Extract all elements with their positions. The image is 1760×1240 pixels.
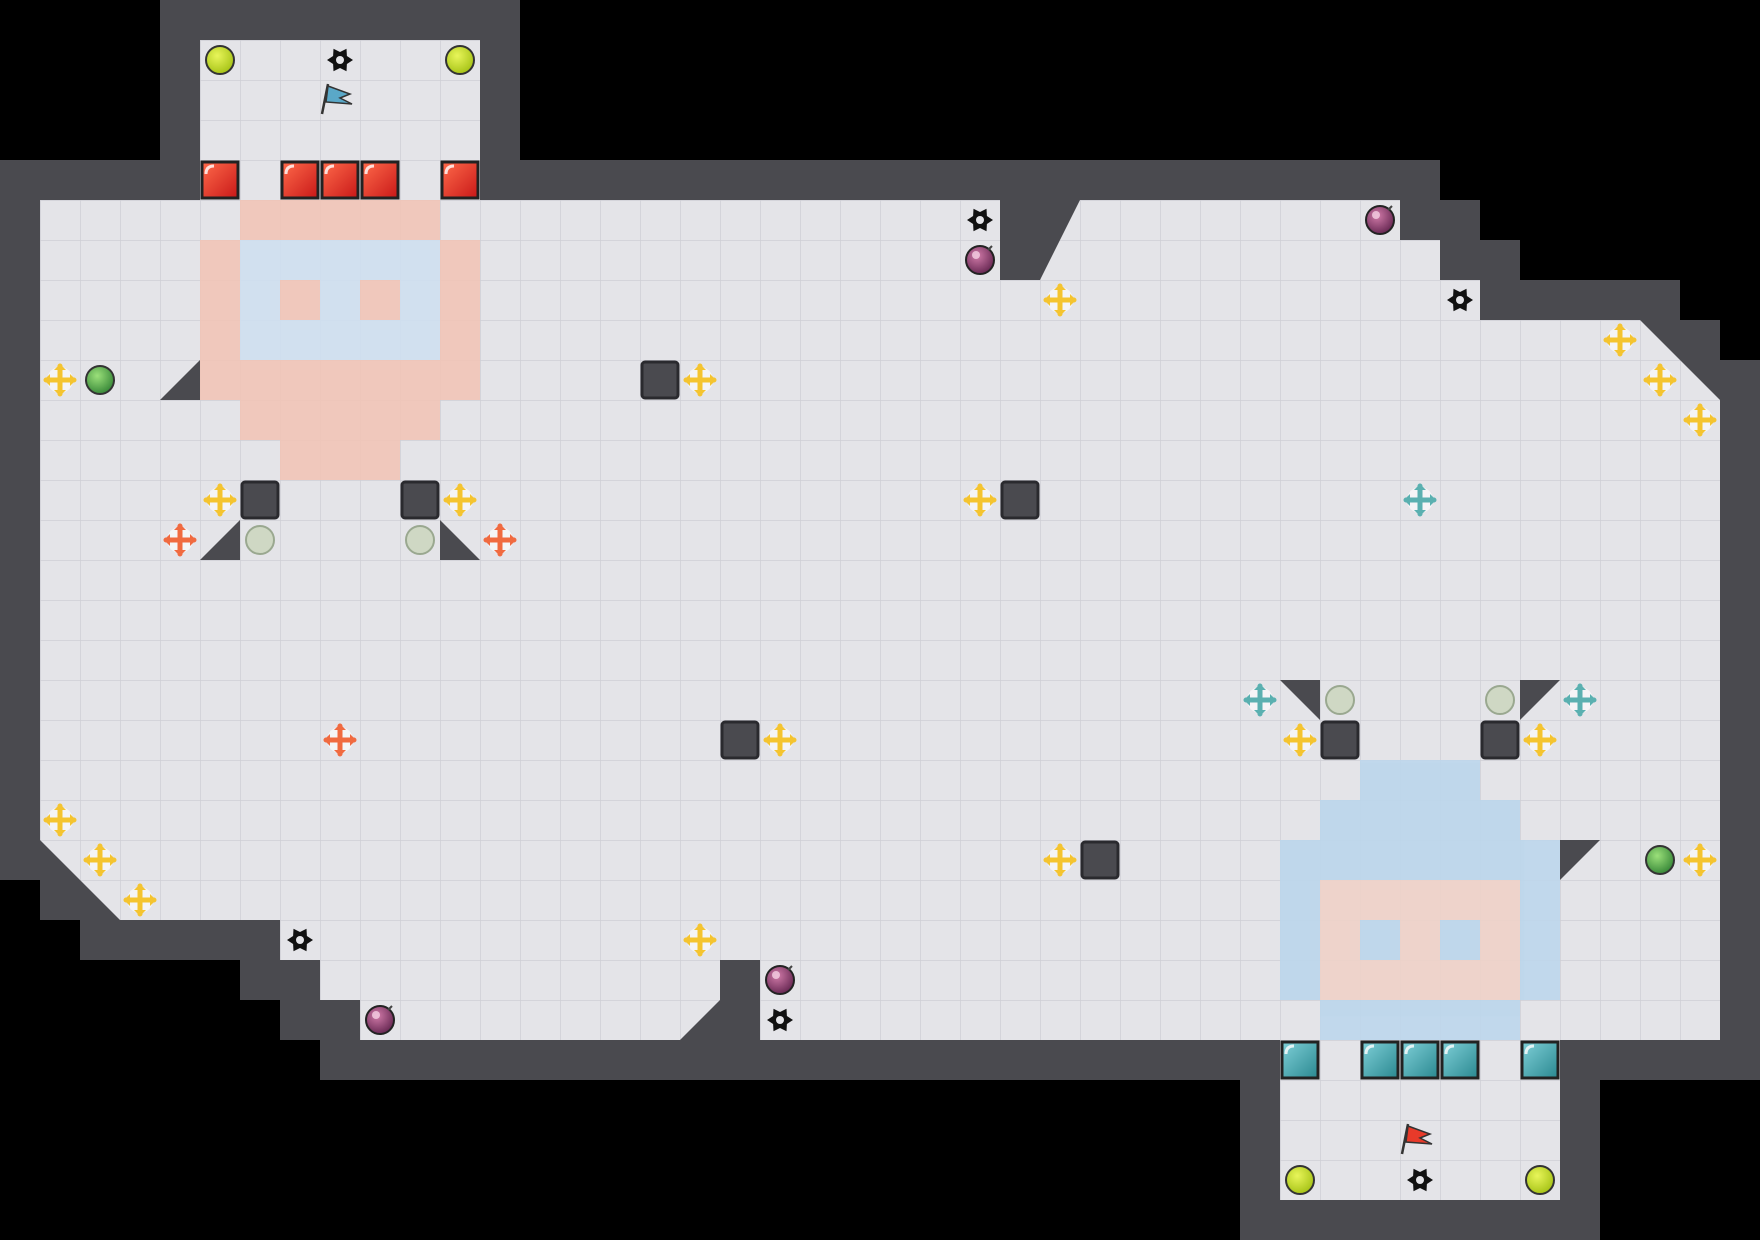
flag-icon	[1400, 1123, 1433, 1155]
boost-arrows-icon	[43, 363, 77, 397]
boost-arrows-icon	[323, 723, 357, 757]
boost-arrows-icon	[1563, 683, 1597, 717]
boost-arrows-icon	[963, 483, 997, 517]
boost-arrows-icon	[83, 843, 117, 877]
bomb-icon	[1365, 205, 1395, 235]
red-base-zone	[200, 200, 480, 480]
spike-mine-icon	[327, 48, 353, 72]
boost-arrows-icon	[443, 483, 477, 517]
gate-tile-icon	[1440, 1040, 1480, 1080]
boost-arrows-icon	[43, 803, 77, 837]
boost-arrows-icon	[1403, 483, 1437, 517]
bomb-icon	[965, 245, 995, 275]
boost-arrows-icon	[1683, 843, 1717, 877]
wall-corner	[1520, 680, 1560, 720]
gate-tile-icon	[1400, 1040, 1440, 1080]
wall-block	[1000, 480, 1040, 520]
boost-arrows-icon	[683, 363, 717, 397]
boost-arrows-icon	[1523, 723, 1557, 757]
spike-mine-icon	[767, 1008, 793, 1032]
powerup-orb-icon	[205, 45, 235, 75]
boost-arrows-icon	[1243, 683, 1277, 717]
gate-tile-icon	[320, 160, 360, 200]
boost-arrows-icon	[763, 723, 797, 757]
spike-mine-icon	[967, 208, 993, 232]
powerup-orb-icon	[1285, 1165, 1315, 1195]
button-pad-icon	[245, 525, 275, 555]
powerup-orb-icon	[1645, 845, 1675, 875]
gate-tile-icon	[1280, 1040, 1320, 1080]
wall-corner	[1560, 840, 1600, 880]
boost-arrows-icon	[1043, 283, 1077, 317]
boost-arrows-icon	[203, 483, 237, 517]
powerup-orb-icon	[445, 45, 475, 75]
bomb-icon	[365, 1005, 395, 1035]
wall-block	[1320, 720, 1360, 760]
gate-tile-icon	[440, 160, 480, 200]
boost-arrows-icon	[1283, 723, 1317, 757]
map-entities	[43, 45, 1717, 1195]
boost-arrows-icon	[1603, 323, 1637, 357]
wall-corner	[1280, 680, 1320, 720]
wall-corner	[200, 520, 240, 560]
powerup-orb-icon	[85, 365, 115, 395]
wall-block	[240, 480, 280, 520]
boost-arrows-icon	[1683, 403, 1717, 437]
button-pad-icon	[405, 525, 435, 555]
gate-tile-icon	[280, 160, 320, 200]
wall-blocks	[160, 360, 1600, 880]
wall-block	[1480, 720, 1520, 760]
boost-arrows-icon	[1643, 363, 1677, 397]
wall-block	[640, 360, 680, 400]
boost-arrows-icon	[1043, 843, 1077, 877]
gate-tile-icon	[1520, 1040, 1560, 1080]
gate-tile-icon	[1360, 1040, 1400, 1080]
wall-corner	[160, 360, 200, 400]
spike-mine-icon	[287, 928, 313, 952]
button-pad-icon	[1485, 685, 1515, 715]
flag-icon	[320, 83, 353, 115]
bomb-icon	[765, 965, 795, 995]
gate-tile-icon	[360, 160, 400, 200]
boost-arrows-icon	[123, 883, 157, 917]
wall-block	[1080, 840, 1120, 880]
wall-corner	[440, 520, 480, 560]
button-pad-icon	[1325, 685, 1355, 715]
boost-arrows-icon	[683, 923, 717, 957]
gate-tile-icon	[200, 160, 240, 200]
spike-mine-icon	[1407, 1168, 1433, 1192]
spike-mine-icon	[1447, 288, 1473, 312]
blue-base-zone	[1280, 760, 1560, 1040]
wall-block	[720, 720, 760, 760]
powerup-orb-icon	[1525, 1165, 1555, 1195]
boost-arrows-icon	[163, 523, 197, 557]
wall-block	[400, 480, 440, 520]
boost-arrows-icon	[483, 523, 517, 557]
